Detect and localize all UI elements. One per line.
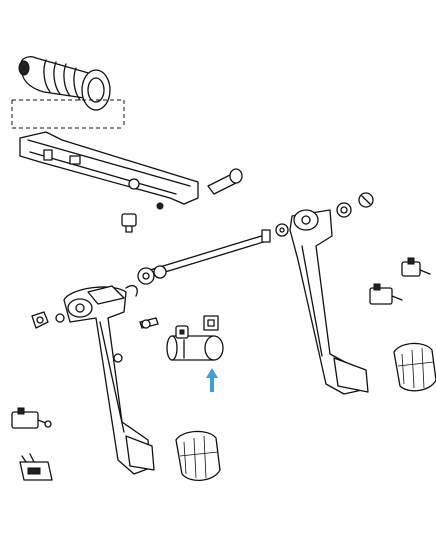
brake-pedal (289, 209, 369, 395)
cylinder-bracket (203, 315, 219, 331)
clip (358, 192, 374, 208)
grouping-bracket (11, 99, 125, 129)
pedal-shaft (137, 229, 271, 285)
rail-bolt (207, 168, 243, 195)
arrow-up-icon (206, 368, 218, 392)
clutch-pedal (63, 285, 155, 475)
mounting-rail (19, 131, 199, 210)
clutch-switch (11, 407, 52, 429)
brake-light-switch-upper (401, 257, 431, 277)
short-bolt (121, 213, 137, 233)
brake-pedal-pad (393, 342, 436, 392)
nut (275, 223, 289, 237)
clevis-pin (139, 317, 159, 329)
brake-light-switch-lower (369, 283, 403, 305)
return-spring-hook (125, 284, 138, 297)
switch-bracket (19, 453, 53, 481)
bushing (31, 311, 49, 329)
rubber-boot (18, 56, 111, 111)
clutch-master-cylinder (166, 325, 224, 361)
washer (336, 202, 352, 218)
pin (55, 313, 65, 323)
clutch-pedal-pad (175, 430, 221, 481)
